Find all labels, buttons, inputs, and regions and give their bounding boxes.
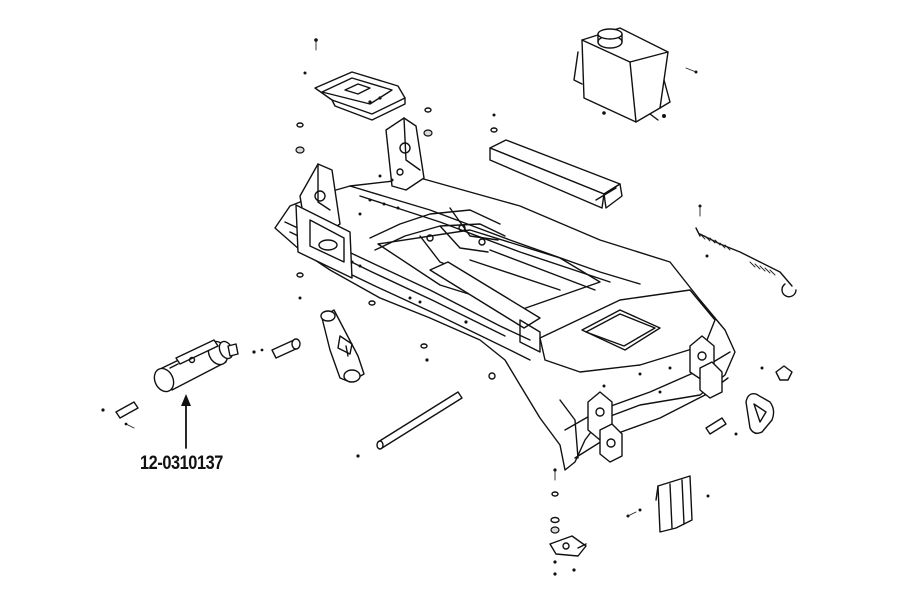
tow-ring bbox=[746, 366, 792, 433]
chain-assembly bbox=[696, 228, 796, 297]
hydraulic-cylinder bbox=[151, 338, 238, 394]
lower-bracket bbox=[656, 476, 692, 532]
part-number-callout: 12-0310137 bbox=[140, 453, 223, 474]
cross-member-beam bbox=[490, 140, 622, 208]
lift-link-arm bbox=[321, 310, 364, 382]
top-plate-bracket bbox=[315, 72, 405, 120]
frame-holes bbox=[350, 174, 672, 394]
pins-and-rods bbox=[116, 339, 726, 449]
fluid-tank bbox=[574, 28, 670, 122]
callout-arrow bbox=[181, 394, 191, 448]
latch-plate bbox=[550, 536, 586, 556]
fasteners bbox=[101, 38, 764, 576]
main-chassis-frame bbox=[275, 118, 735, 470]
